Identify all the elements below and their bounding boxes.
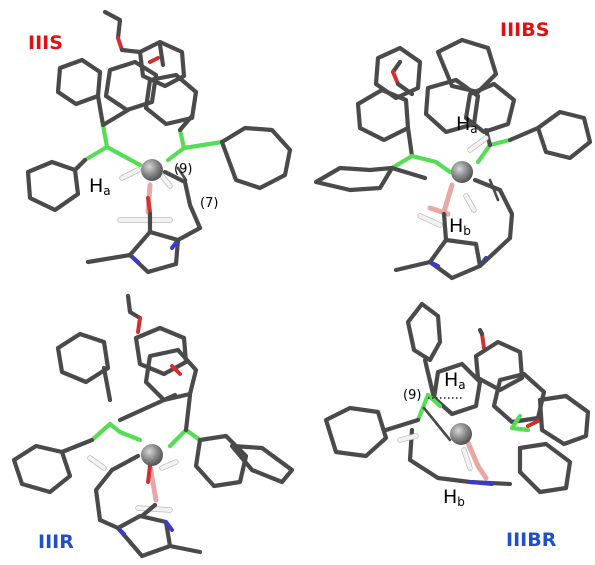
molecule-iiis [25, 9, 293, 275]
atom-label-ha: Ha [444, 369, 466, 392]
molecule-iiibs [313, 37, 593, 281]
molecule-iiir [11, 293, 295, 559]
atom-number-9: (9) [403, 388, 421, 403]
panel-label-iiir: IIIR [38, 531, 74, 553]
panel-label-iiibr: IIIBR [506, 529, 557, 551]
metal-atom [141, 159, 163, 181]
atom-label-ha: Ha [456, 113, 478, 136]
metal-atom [451, 161, 473, 183]
atom-number-7: (7) [200, 196, 218, 211]
atom-label-ha: Ha [89, 175, 111, 198]
panel-label-iiis: IIIS [28, 32, 63, 54]
panel-label-iiibs: IIIBS [500, 19, 549, 41]
atom-label-hb: Hb [449, 215, 471, 238]
molecule-iiibr [323, 301, 591, 495]
atom-number-9: (9) [174, 162, 192, 177]
metal-atom [450, 423, 472, 445]
metal-atom [141, 444, 163, 466]
atom-label-hb: Hb [443, 486, 465, 509]
